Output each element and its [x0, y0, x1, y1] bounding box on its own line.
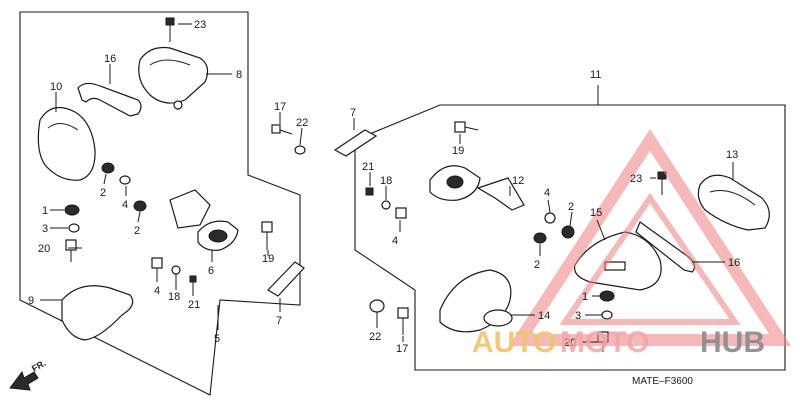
callout-16: 16 — [104, 53, 116, 65]
callout-3: 3 — [575, 310, 581, 322]
direction-label: FR. — [30, 358, 48, 374]
callout-17: 17 — [396, 343, 408, 355]
callout-20: 20 — [564, 337, 576, 349]
callout-2: 2 — [534, 259, 540, 271]
callout-5: 5 — [214, 333, 220, 345]
right-frame — [354, 85, 786, 371]
callout-21: 21 — [362, 161, 374, 173]
callout-2: 2 — [134, 225, 140, 237]
callout-11: 11 — [590, 69, 601, 81]
part-14-lens — [439, 269, 513, 333]
part-23-screw — [165, 17, 175, 42]
callout-7: 7 — [276, 315, 282, 327]
part-grommets-left — [64, 162, 147, 262]
callout-4: 4 — [154, 285, 160, 297]
part-17-22-left — [271, 124, 306, 155]
callout-14: 14 — [538, 310, 550, 322]
callout-3: 3 — [42, 223, 48, 235]
callout-16: 16 — [728, 257, 740, 269]
callout-17: 17 — [274, 101, 286, 113]
diagram-code: MATE–F3600 — [632, 376, 693, 387]
callout-15: 15 — [590, 207, 602, 219]
callout-22: 22 — [369, 331, 381, 343]
callout-4: 4 — [122, 199, 128, 211]
part-7-seal-right — [333, 129, 378, 157]
part-9-lens — [61, 285, 134, 341]
watermark-text: AUTO MOTO HUB — [472, 326, 765, 359]
callout-1: 1 — [42, 205, 48, 217]
callout-1: 1 — [582, 291, 588, 303]
part-23-screw-right — [657, 171, 667, 195]
callout-12: 12 — [512, 175, 524, 187]
part-6-bracket — [169, 189, 239, 251]
part-small-right-upper — [365, 187, 407, 219]
callout-labels: 23 16 8 10 17 22 2 4 2 1 3 20 6 19 4 18 … — [28, 19, 740, 355]
callout-2: 2 — [568, 201, 574, 213]
callout-18: 18 — [380, 175, 392, 187]
callout-4: 4 — [544, 187, 550, 199]
part-10-cover — [37, 106, 96, 181]
watermark-part-1: AUTO — [472, 326, 556, 359]
watermark-logo-icon — [508, 128, 792, 346]
part-17-22-right — [369, 299, 409, 335]
callout-19: 19 — [452, 145, 464, 157]
callout-23: 23 — [630, 173, 642, 185]
part-small-left — [151, 257, 197, 283]
callout-19: 19 — [262, 253, 274, 265]
callout-8: 8 — [236, 69, 242, 81]
callout-6: 6 — [208, 265, 214, 277]
callout-2: 2 — [100, 187, 106, 199]
part-7-seal-left — [267, 261, 305, 297]
left-frame — [19, 11, 301, 396]
leader-lines — [40, 23, 734, 343]
watermark-part-3: HUB — [700, 326, 765, 359]
part-16-strap — [77, 82, 142, 117]
part-13-housing — [697, 174, 770, 231]
callout-20: 20 — [38, 243, 50, 255]
callout-13: 13 — [726, 149, 738, 161]
callout-4: 4 — [392, 235, 398, 247]
callout-7: 7 — [350, 107, 356, 119]
callout-18: 18 — [168, 291, 180, 303]
part-19-screw-left — [261, 221, 273, 250]
callout-21: 21 — [188, 299, 200, 311]
callout-9: 9 — [28, 295, 34, 307]
part-8-housing — [138, 46, 209, 110]
callout-23: 23 — [194, 19, 206, 31]
front-direction-arrow-icon — [9, 370, 39, 391]
callout-22: 22 — [296, 117, 308, 129]
watermark-part-2: MOTO — [560, 326, 649, 359]
part-19-screw-right — [454, 121, 479, 133]
part-grommets-right — [533, 212, 575, 244]
part-12-bracket — [429, 165, 525, 211]
callout-10: 10 — [50, 81, 62, 93]
